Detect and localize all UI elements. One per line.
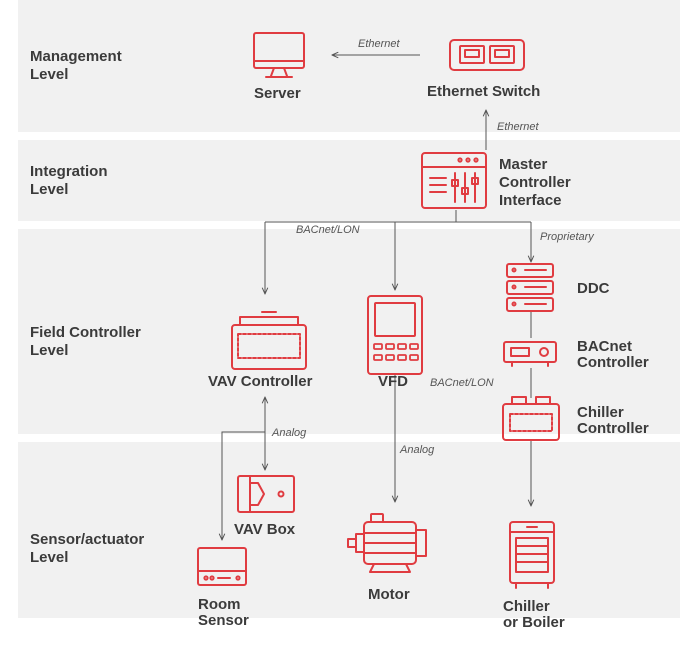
ddc-icon — [506, 263, 554, 312]
integration-level-label: Integration Level — [30, 163, 108, 198]
chiller-boiler-label: Chiller or Boiler — [503, 598, 565, 631]
bacnet-controller-label: BACnet Controller — [577, 338, 649, 371]
chiller-controller-label: Chiller Controller — [577, 404, 649, 437]
bacnet-lon-chiller-label: BACnet/LON — [430, 377, 494, 389]
vfd-label: VFD — [378, 373, 408, 390]
room-sensor-line — [222, 431, 265, 540]
vav-controller-icon — [231, 311, 307, 370]
server-icon — [253, 32, 305, 78]
room-sensor-label: Room Sensor — [198, 596, 249, 629]
sensor-level-band — [18, 442, 680, 618]
management-level-band — [18, 0, 680, 132]
analog-vav-label: Analog — [272, 427, 307, 439]
ddc-label: DDC — [577, 280, 610, 297]
bacnet-controller-icon — [503, 341, 557, 367]
ethernet-switch-label: Ethernet Switch — [427, 83, 541, 100]
ethernet-switch-icon — [449, 39, 525, 71]
integration-level-band — [18, 140, 680, 221]
proprietary-label: Proprietary — [540, 231, 594, 243]
sensor-level-label: Sensor/actuator Level — [30, 531, 145, 566]
management-level-label: Management Level — [30, 48, 122, 83]
ethernet-vertical-label: Ethernet — [497, 121, 539, 133]
chiller-controller-icon — [502, 396, 560, 441]
motor-label: Motor — [368, 586, 410, 603]
motor-icon — [347, 513, 427, 573]
ethernet-label: Ethernet — [358, 38, 400, 50]
analog-motor-label: Analog — [400, 444, 435, 456]
master-controller-icon — [421, 152, 487, 209]
vav-box-label: VAV Box — [234, 521, 296, 538]
field-level-label: Field Controller Level — [30, 324, 141, 359]
vav-controller-label: VAV Controller — [208, 373, 313, 390]
room-sensor-icon — [197, 547, 247, 586]
bacnet-lon-bus-label: BACnet/LON — [296, 224, 360, 236]
vav-box-icon — [237, 475, 295, 513]
chiller-boiler-icon — [509, 521, 555, 589]
vfd-icon — [367, 295, 423, 375]
server-label: Server — [254, 85, 301, 102]
field-level-band — [18, 229, 680, 434]
master-controller-label: Master Controller Interface — [499, 156, 571, 209]
